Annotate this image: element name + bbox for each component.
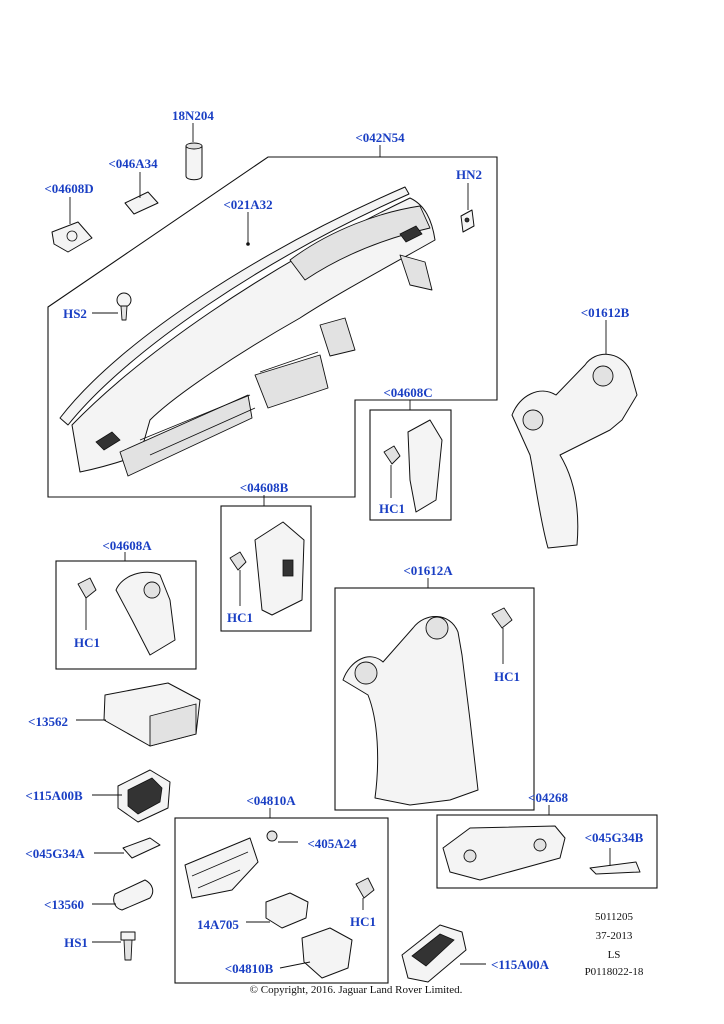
box-04608c-outline (369, 409, 452, 521)
label-hs2[interactable]: HS2 (63, 306, 87, 321)
label-021a32[interactable]: <021A32 (223, 197, 272, 212)
hs1-screw-thread-part (123, 939, 133, 961)
trim-04608a-part (115, 571, 176, 656)
fascia-top-strip-part (59, 186, 410, 426)
label-04608a[interactable]: <04608A (102, 538, 152, 553)
trim-04608d-part (51, 221, 93, 253)
label-13562[interactable]: <13562 (28, 714, 68, 729)
console-01612a-right-hole (425, 616, 449, 640)
label-13560[interactable]: <13560 (44, 897, 84, 912)
label-115a00b[interactable]: <115A00B (25, 788, 83, 803)
dash-lower-detail (139, 351, 319, 456)
label-04810a[interactable]: <04810A (246, 793, 296, 808)
trim-04608a-hole (143, 581, 161, 599)
label-405a24[interactable]: <405A24 (307, 836, 357, 851)
label-045g34b[interactable]: <045G34B (585, 830, 644, 845)
glovebox-area-part (254, 354, 329, 409)
clip-01612a-part (491, 607, 513, 629)
clip-04608c-part (383, 445, 401, 465)
label-hc1-04608b[interactable]: HC1 (227, 610, 253, 625)
fascia-group-outline (47, 156, 498, 498)
box-04608a-outline (55, 560, 197, 670)
bin-04810b-leader (279, 961, 311, 969)
pad-046a34-part (124, 191, 159, 215)
cylinder-18n204-part (185, 145, 203, 181)
console-01612a-part (342, 616, 479, 806)
cylinder-18n204-top (185, 142, 203, 150)
label-14a705[interactable]: 14A705 (197, 917, 239, 932)
copyright-notice: © Copyright, 2016. Jaguar Land Rover Lim… (250, 984, 463, 996)
dash-cluster-hood-part (289, 205, 431, 281)
label-hc1-04608c[interactable]: HC1 (379, 501, 405, 516)
box-04608b-outline (220, 505, 312, 632)
label-046a34[interactable]: <046A34 (108, 156, 158, 171)
reference-line-1: 5011205 (595, 911, 634, 923)
panel-04268-part (442, 825, 566, 881)
bracket-04810a-detail (191, 851, 249, 889)
console-01612b-part (511, 353, 638, 549)
instrument-panel-lower-part (119, 394, 253, 477)
bin-04810b-part (301, 927, 353, 979)
label-hc1-01612a[interactable]: HC1 (494, 669, 520, 684)
hs1-screw-head-part (120, 931, 136, 941)
grommet-405a24-part (266, 830, 278, 842)
clip-04810a-part (355, 877, 375, 899)
hs2-screw-head-part (116, 292, 132, 308)
bezel-115a00a-opening (411, 933, 455, 967)
label-hs1[interactable]: HS1 (64, 935, 88, 950)
label-04810b[interactable]: <04810B (225, 961, 274, 976)
insert-045g34b-part (589, 861, 641, 875)
insert-045g34a-part (122, 837, 161, 859)
dash-bracket-part (319, 317, 356, 357)
trim-04608b-part (254, 521, 305, 616)
dash-vent-right-icon (399, 225, 423, 243)
panel-13560-part (113, 879, 154, 911)
box-01612a-outline (334, 587, 535, 811)
label-04608c[interactable]: <04608C (383, 385, 432, 400)
dash-bracket-right-part (399, 254, 433, 291)
instrument-panel-part (71, 197, 436, 473)
reference-line-3: LS (608, 949, 621, 961)
label-045g34a[interactable]: <045G34A (25, 846, 85, 861)
label-04608b[interactable]: <04608B (240, 480, 289, 495)
clip-04608a-part (77, 577, 97, 599)
reference-line-2: 37-2013 (596, 930, 633, 942)
trim-04608d-hole (66, 230, 78, 242)
console-01612a-left-hole (354, 661, 378, 685)
dash-vent-left-icon (95, 431, 121, 451)
console-01612b-left-hole (522, 409, 544, 431)
label-01612a[interactable]: <01612A (403, 563, 453, 578)
label-04608d[interactable]: <04608D (44, 181, 93, 196)
hs2-screw-thread-part (120, 305, 128, 321)
panel-04268-left-knob (463, 849, 477, 863)
trim-04608b-grille (282, 559, 294, 577)
bracket-04810a-part (184, 837, 259, 899)
label-18n204[interactable]: 18N204 (172, 108, 214, 123)
panel-04268-right-knob (533, 838, 547, 852)
box-04810a-outline (174, 817, 389, 984)
clip-04608b-part (229, 551, 247, 571)
switch-pack-13562-face (149, 703, 197, 747)
label-hc1-04810a[interactable]: HC1 (350, 914, 376, 929)
trim-04608c-part (407, 419, 443, 513)
console-01612b-right-hole (592, 365, 614, 387)
hn2-hole (464, 217, 470, 223)
label-hc1-04608a[interactable]: HC1 (74, 635, 100, 650)
label-04268[interactable]: <04268 (528, 790, 568, 805)
label-115a00a[interactable]: <115A00A (491, 957, 550, 972)
reference-line-4: P0118022-18 (585, 966, 644, 978)
top-strip-leader-dot (246, 242, 250, 246)
tray-14a705-part (265, 892, 309, 929)
label-042n54[interactable]: <042N54 (355, 130, 405, 145)
label-01612b[interactable]: <01612B (581, 305, 630, 320)
box-04268-outline (436, 814, 658, 889)
label-hn2[interactable]: HN2 (456, 167, 482, 182)
bezel-115a00b-opening (127, 777, 163, 815)
